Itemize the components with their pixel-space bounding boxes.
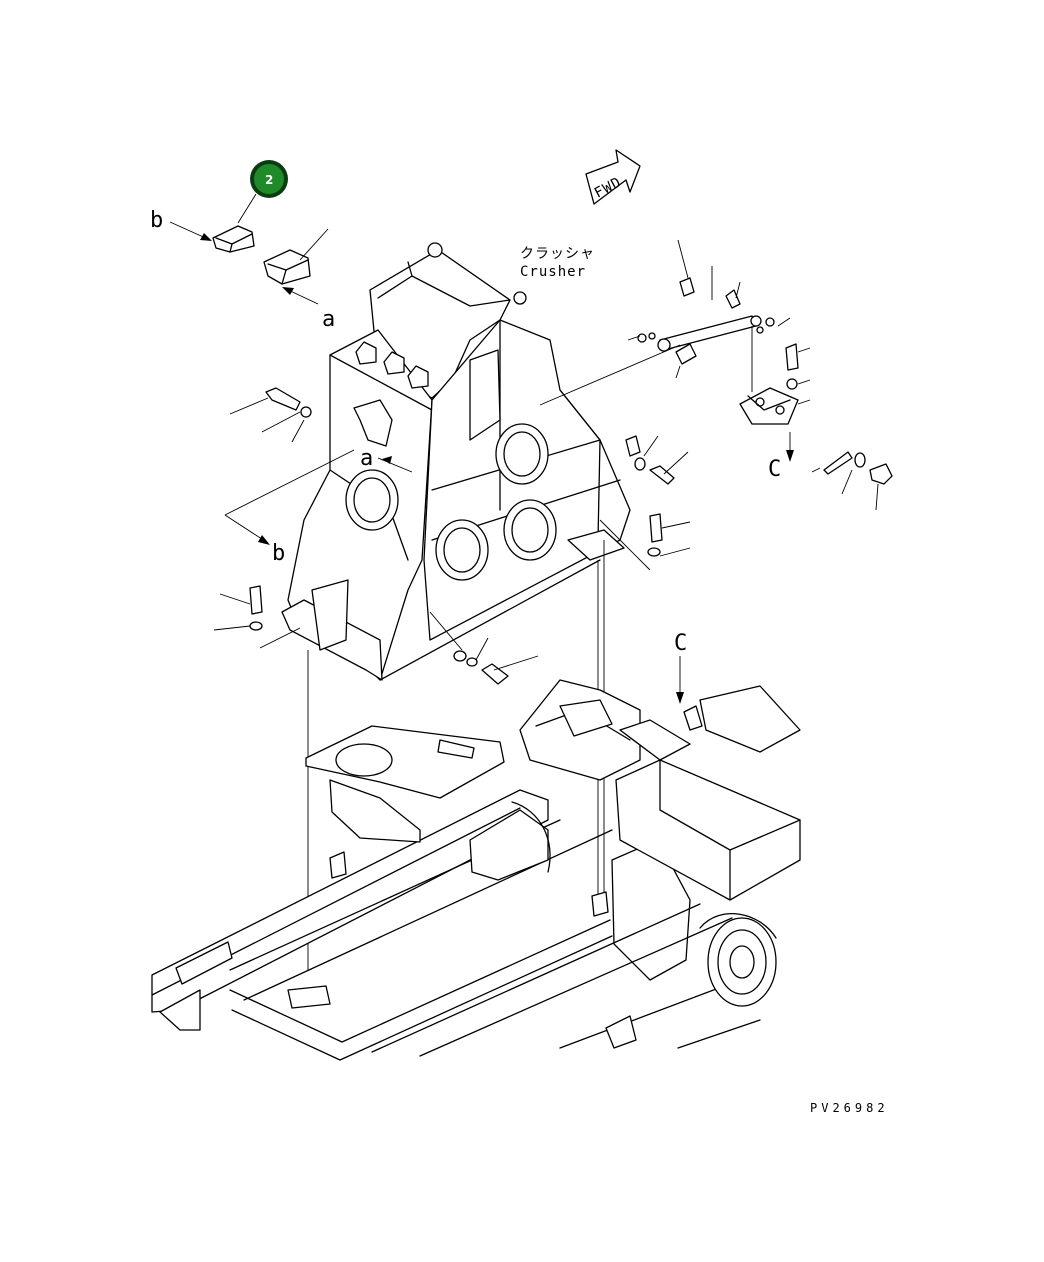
view-arrow-b-top: b bbox=[150, 208, 212, 241]
svg-text:a: a bbox=[322, 307, 335, 332]
view-arrow-b-middle: b bbox=[224, 449, 355, 566]
view-marker-c-right: C bbox=[768, 457, 781, 482]
bolts-left bbox=[213, 387, 312, 649]
svg-text:a: a bbox=[360, 446, 373, 471]
svg-text:b: b bbox=[150, 208, 163, 233]
view-marker-c-lower: C bbox=[674, 631, 687, 656]
svg-text:b: b bbox=[272, 541, 285, 566]
forward-direction-arrow: FWD bbox=[585, 149, 641, 205]
crusher-frame bbox=[281, 242, 631, 681]
view-arrow-a-middle: a bbox=[360, 446, 413, 473]
mounting-bracket bbox=[739, 343, 893, 511]
part-callout-number: 2 bbox=[265, 173, 273, 187]
part-callout-badge[interactable]: 2 bbox=[250, 160, 288, 198]
revolving-frame bbox=[151, 656, 801, 1061]
callout-leader-line bbox=[237, 193, 257, 224]
cover-part-upper bbox=[212, 225, 255, 253]
crusher-label-jp: クラッシャ bbox=[520, 246, 595, 262]
cover-part-lower bbox=[263, 249, 311, 285]
crusher-label-en: Crusher bbox=[520, 264, 586, 280]
hydraulic-cylinder bbox=[539, 239, 791, 406]
drawing-code: PV26982 bbox=[810, 1101, 889, 1115]
view-arrow-a-top: a bbox=[282, 287, 335, 332]
bolts-middle bbox=[429, 435, 691, 685]
